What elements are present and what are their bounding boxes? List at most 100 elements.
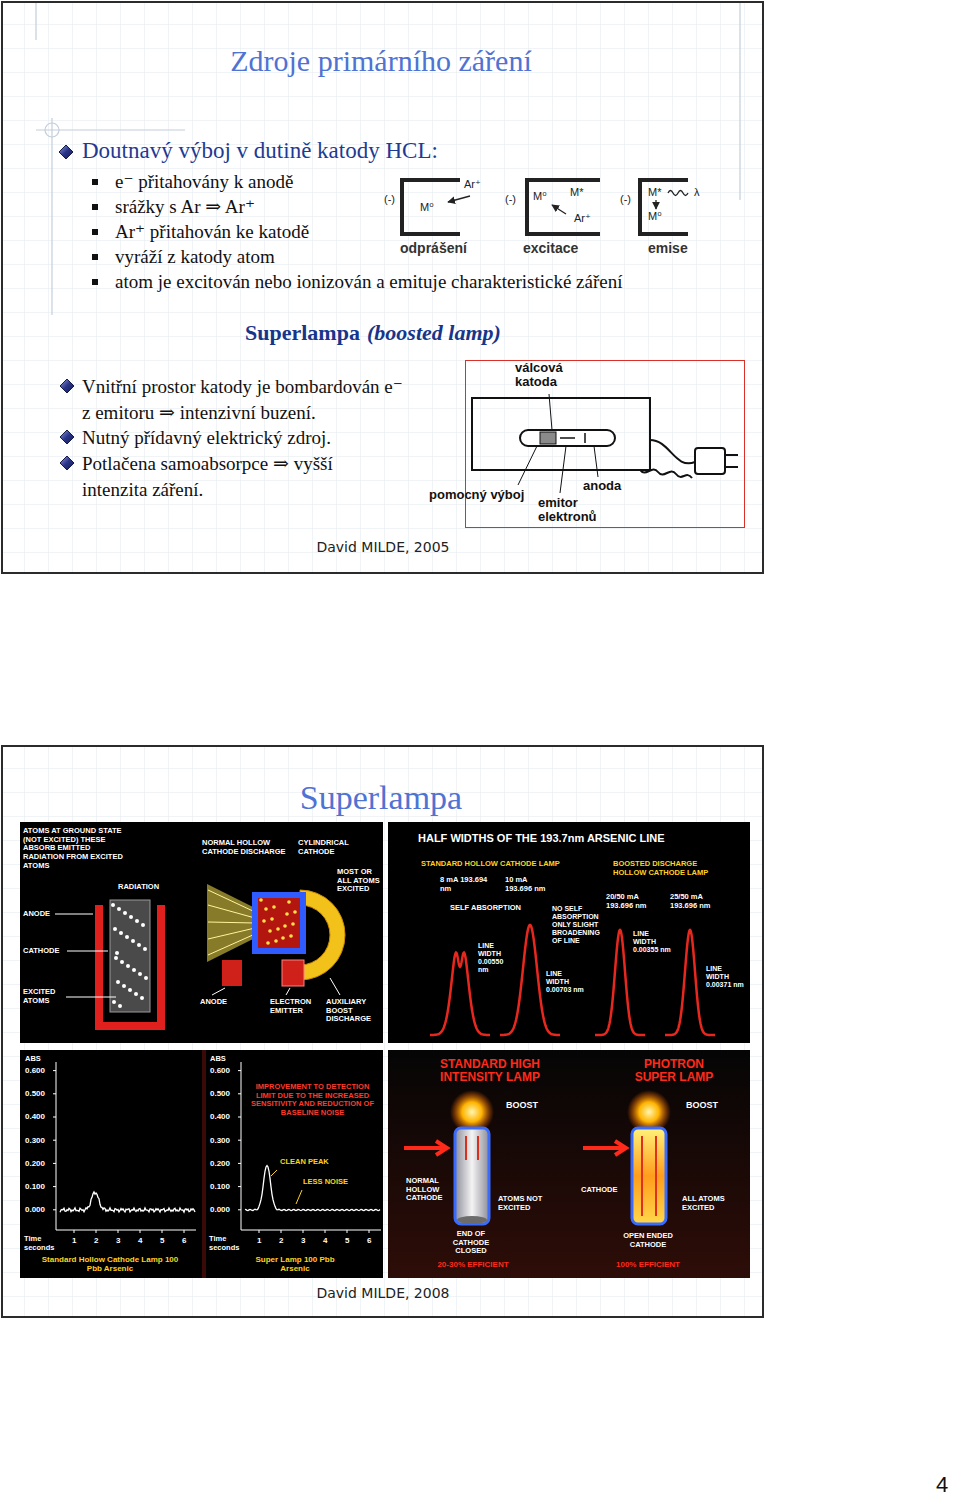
atom-dot xyxy=(122,984,126,988)
tick-mark xyxy=(74,1230,75,1233)
part-label: pomocný výboj xyxy=(429,488,524,502)
atom-dot xyxy=(120,960,124,964)
tick-label: 3 xyxy=(301,1236,305,1245)
tick-label: 0.300 xyxy=(25,1136,45,1145)
callout-text: ELECTRON EMITTER xyxy=(270,998,322,1015)
chart-panel: ABS0.6000.5000.4000.3000.2000.1000.000Ti… xyxy=(20,1050,383,1278)
tick-label: 0.200 xyxy=(25,1159,45,1168)
symbol-label: M⁰ xyxy=(420,201,434,214)
atom-dot xyxy=(116,980,120,984)
atom-dot xyxy=(114,956,118,960)
atom-dot xyxy=(126,964,130,968)
part-label: anoda xyxy=(583,479,621,493)
symbol-label: M⁰ xyxy=(648,210,662,223)
axis-line xyxy=(56,1062,196,1230)
bullet-text: srážky s Ar ⇒ Ar⁺ xyxy=(115,196,255,219)
tick-label: 4 xyxy=(323,1236,327,1245)
callout-text: ALL ATOMS EXCITED xyxy=(682,1195,737,1212)
axis-title: Time seconds xyxy=(24,1235,60,1252)
symbol-label: λ xyxy=(694,186,700,199)
absorbance-chart xyxy=(53,1062,381,1233)
spectrum-panel: HALF WIDTHS OF THE 193.7nm ARSENIC LINES… xyxy=(388,822,750,1043)
callout-text: MOST OR ALL ATOMS EXCITED xyxy=(337,868,381,894)
atom-dot xyxy=(259,898,263,902)
callout-text: 20/50 mA 193.696 nm xyxy=(606,893,651,910)
bullet-square xyxy=(92,179,98,285)
footer-text: David MILDE, 2008 xyxy=(233,1285,533,1302)
axis-title: Time seconds xyxy=(209,1235,245,1252)
atom-dot xyxy=(266,941,270,945)
atom-dot xyxy=(113,927,117,931)
tick-label: 0.500 xyxy=(25,1089,45,1098)
chart-caption: Super Lamp 100 Pbb Arsenic xyxy=(255,1256,335,1274)
symbol-label: Ar⁺ xyxy=(574,212,591,225)
callout-text: NORMAL HOLLOW CATHODE xyxy=(406,1177,450,1203)
tick-label: 5 xyxy=(160,1236,164,1245)
tick-label: 0.100 xyxy=(25,1182,45,1191)
atom-dot xyxy=(129,915,133,919)
page-number: 4 xyxy=(936,1472,948,1498)
tick-mark xyxy=(369,1230,370,1233)
bullet-text: Nutný přídavný elektrický zdroj. xyxy=(82,425,331,451)
footer-text: David MILDE, 2005 xyxy=(233,539,533,556)
tick-mark xyxy=(53,1093,56,1094)
callout-text: ATOMS AT GROUND STATE (NOT EXCITED) THES… xyxy=(23,827,128,870)
tick-label: 6 xyxy=(182,1236,186,1245)
atom-dot xyxy=(287,900,291,904)
symbol-label: M⁰ xyxy=(533,190,547,203)
panel-ground xyxy=(20,1050,383,1278)
tick-mark xyxy=(238,1070,241,1071)
tick-label: 0.400 xyxy=(25,1112,45,1121)
chart-axes xyxy=(238,1062,381,1233)
tick-mark xyxy=(238,1140,241,1141)
symbol-label: M* xyxy=(570,186,583,199)
callout-text: BOOST xyxy=(686,1100,718,1110)
callout-text: LINE WIDTH 0.00355 nm xyxy=(633,930,671,954)
hollow-cathode-symbol xyxy=(402,180,688,234)
callout-text: 10 mA 193.696 nm xyxy=(505,876,555,893)
callout-text: END OF CATHODE CLOSED xyxy=(446,1230,496,1256)
chart-caption: Standard Hollow Cathode Lamp 100 Pbb Ars… xyxy=(40,1256,180,1274)
callout-text: 25/50 mA 193.696 nm xyxy=(670,893,715,910)
bullet-text: atom je excitován nebo ionizován a emitu… xyxy=(115,271,623,294)
bullet-text: Ar⁺ přitahován ke katodě xyxy=(115,221,309,244)
axis-line xyxy=(241,1062,381,1230)
tick-mark xyxy=(53,1117,56,1118)
atom-dot xyxy=(270,917,274,921)
atom-dot xyxy=(117,907,121,911)
lamp-housing xyxy=(472,398,738,478)
callout-text: CYLINDRICAL CATHODE xyxy=(298,839,360,856)
panel-ground xyxy=(20,822,383,1043)
tick-mark xyxy=(140,1230,141,1233)
callout-text: BOOSTED DISCHARGE HOLLOW CATHODE LAMP xyxy=(613,860,713,877)
atom-dot xyxy=(144,976,148,980)
axis-title: ABS xyxy=(25,1055,41,1064)
tick-mark xyxy=(238,1163,241,1164)
symbol-label: (-) xyxy=(505,193,516,206)
symbol-label: (-) xyxy=(384,193,395,206)
tick-mark xyxy=(53,1209,56,1210)
slide-frame: SuperlampaDavid MILDE, 2008ATOMS AT GROU… xyxy=(1,745,764,1318)
process-caption: emise xyxy=(648,240,688,257)
chart-note: IMPROVEMENT TO DETECTION LIMIT DUE TO TH… xyxy=(245,1083,380,1118)
symbol-label: M* xyxy=(648,186,661,199)
tick-mark xyxy=(53,1140,56,1141)
atom-dot xyxy=(134,992,138,996)
tick-label: 2 xyxy=(94,1236,98,1245)
atom-dot xyxy=(276,927,280,931)
bullet-text: Potlačena samoabsorpce ⇒ vyšší intenzita… xyxy=(82,451,377,503)
atom-dot xyxy=(131,939,135,943)
lamp-comparison xyxy=(404,1090,671,1224)
tick-label: 1 xyxy=(72,1236,76,1245)
tick-mark xyxy=(347,1230,348,1233)
axis-title: ABS xyxy=(210,1055,226,1064)
tick-mark xyxy=(281,1230,282,1233)
tick-mark xyxy=(325,1230,326,1233)
tick-mark xyxy=(96,1230,97,1233)
bullet-text: vyráží z katody atom xyxy=(115,246,275,269)
hcl-schematic xyxy=(55,884,345,1026)
callout-text: OPEN ENDED CATHODE xyxy=(616,1232,680,1249)
bullet-text: Vnitřní prostor katody je bombardován e⁻… xyxy=(82,374,412,426)
leader-line xyxy=(296,1190,302,1204)
